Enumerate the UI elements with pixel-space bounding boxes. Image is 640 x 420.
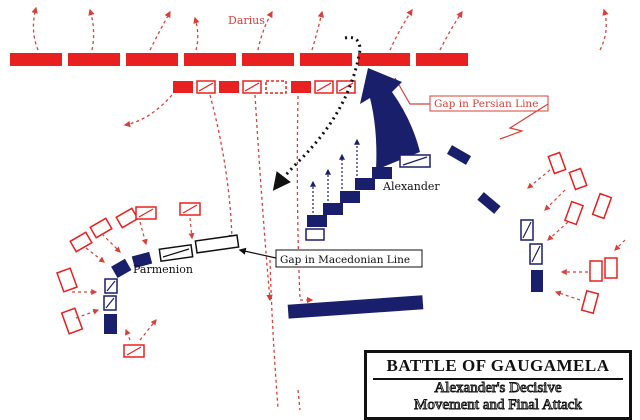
- gap-persian-pointer-left: [394, 77, 430, 105]
- persian-right-wing-arrows: [72, 217, 195, 341]
- persian-front-line: [10, 53, 468, 66]
- macedonian-center-right: [305, 154, 431, 241]
- darius-label: Darius: [228, 14, 265, 27]
- map-subtitle-line1: Alexander's Decisive: [434, 380, 562, 397]
- macedonian-phalanx: [287, 295, 424, 319]
- map-title: BATTLE OF GAUGAMELA: [386, 356, 610, 375]
- alexander-label: Alexander: [382, 180, 440, 193]
- persian-second-line: [173, 80, 356, 94]
- gap-persian-line-label: Gap in Persian Line: [434, 98, 538, 110]
- macedonian-left-wing: [103, 234, 240, 334]
- macedonian-advance-arrows: [310, 138, 360, 213]
- macedonian-right-column: [520, 219, 543, 292]
- darius-flight-arrow: [272, 36, 362, 191]
- gap-macedonian-pointer: [238, 247, 277, 259]
- persian-right-wing-units-slash: [126, 204, 198, 356]
- persian-right-wing-units: [56, 202, 201, 358]
- persian-retreat-arrows: [31, 6, 609, 51]
- map-subtitle-line2: Movement and Final Attack: [414, 397, 583, 414]
- macedonian-right-flank: [446, 145, 501, 214]
- gap-macedonian-line-box: [275, 249, 423, 268]
- persian-center-movement-arrows: [123, 94, 314, 411]
- alexander-wedge-arrow: [360, 68, 420, 170]
- persian-left-wing-units: [547, 151, 618, 315]
- title-box: BATTLE OF GAUGAMELA Alexander's Decisive…: [364, 350, 632, 420]
- title-rule: [373, 378, 623, 380]
- persian-left-wing-arrows: [527, 169, 626, 301]
- gap-macedonian-line-label: Gap in Macedonian Line: [280, 254, 410, 266]
- gap-persian-pointer: [499, 103, 549, 140]
- parmenion-label: Parmenion: [133, 263, 193, 276]
